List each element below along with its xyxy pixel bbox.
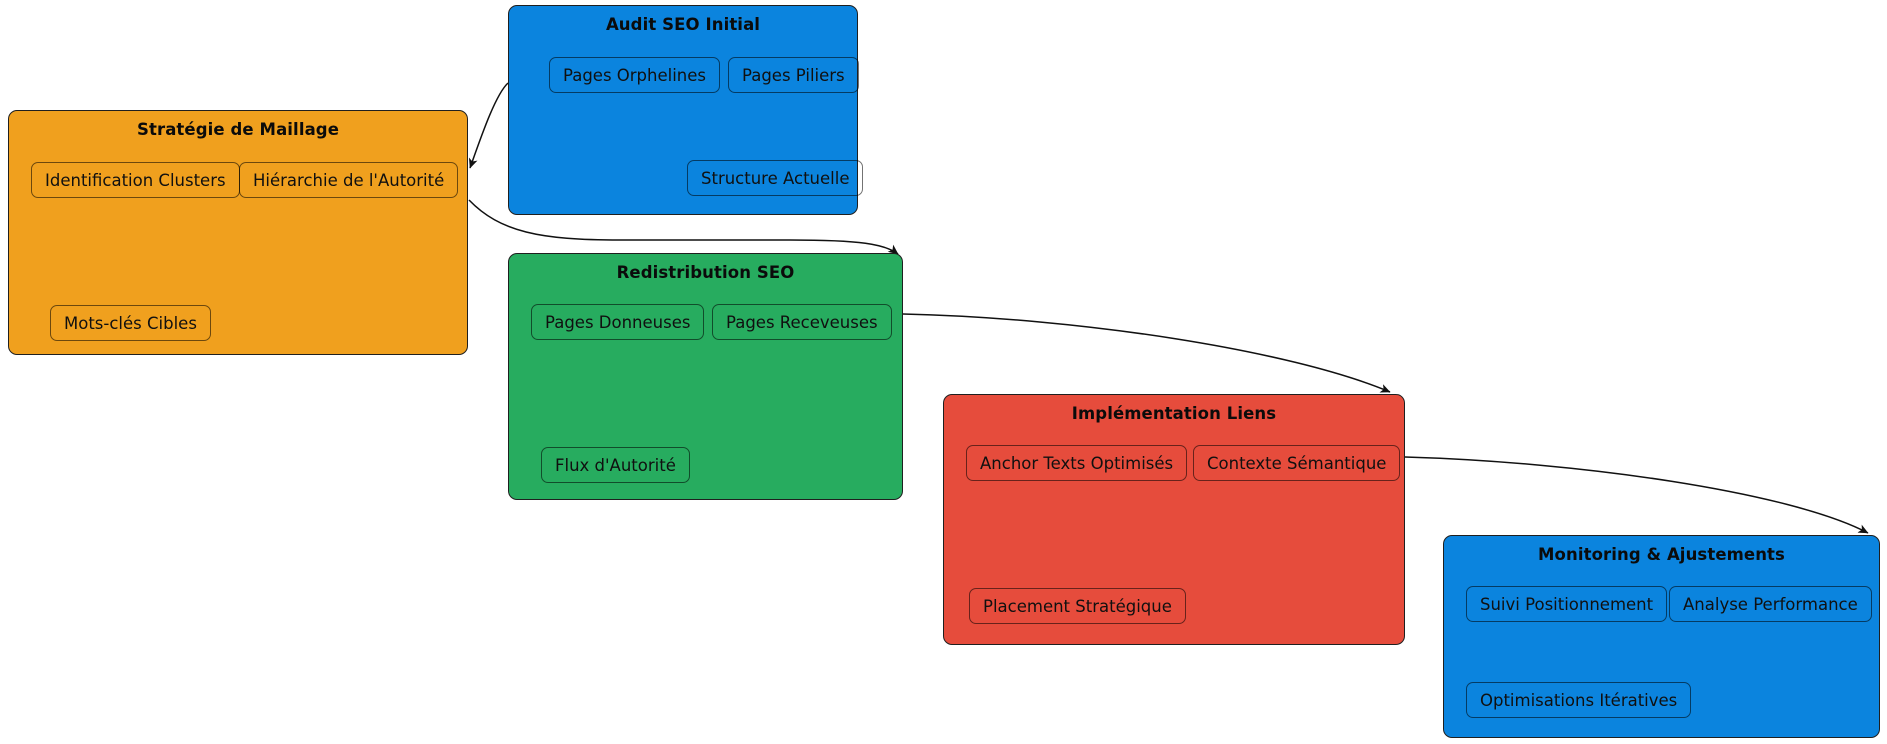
- cluster-title: Stratégie de Maillage: [136, 120, 340, 139]
- node-pages-piliers[interactable]: Pages Piliers: [728, 57, 859, 93]
- node-placement-strategique[interactable]: Placement Stratégique: [969, 588, 1186, 624]
- cluster-strategie-de-maillage[interactable]: Stratégie de Maillage Identification Clu…: [8, 110, 468, 355]
- edge-implementation-monitoring: [1404, 456, 1869, 534]
- cluster-implementation-liens[interactable]: Implémentation Liens Anchor Texts Optimi…: [943, 394, 1405, 645]
- cluster-audit-seo-initial[interactable]: Audit SEO Initial Pages Orphelines Pages…: [508, 5, 864, 215]
- node-hierarchie-de-l-autorite[interactable]: Hiérarchie de l'Autorité: [239, 162, 459, 198]
- node-contexte-semantique[interactable]: Contexte Sémantique: [1193, 445, 1401, 481]
- node-optimisations-iteratives[interactable]: Optimisations Itératives: [1466, 682, 1692, 718]
- node-mots-cles-cibles[interactable]: Mots-clés Cibles: [50, 305, 211, 341]
- cluster-title: Monitoring & Ajustements: [1538, 545, 1785, 564]
- edge-redistribution-implementation: [902, 313, 1391, 393]
- cluster-redistribution-seo[interactable]: Redistribution SEO Pages Donneuses Pages…: [508, 253, 903, 500]
- node-analyse-performance[interactable]: Analyse Performance: [1669, 586, 1872, 622]
- node-pages-orphelines[interactable]: Pages Orphelines: [549, 57, 721, 93]
- node-anchor-texts-optimises[interactable]: Anchor Texts Optimisés: [966, 445, 1188, 481]
- cluster-title: Audit SEO Initial: [605, 15, 761, 34]
- cluster-title: Redistribution SEO: [616, 263, 795, 282]
- edge-audit-strategie: [468, 82, 509, 169]
- cluster-title: Implémentation Liens: [1071, 404, 1277, 423]
- cluster-monitoring-ajustements[interactable]: Monitoring & Ajustements Suivi Positionn…: [1443, 535, 1880, 738]
- node-pages-receveuses[interactable]: Pages Receveuses: [712, 304, 892, 340]
- node-suivi-positionnement[interactable]: Suivi Positionnement: [1466, 586, 1668, 622]
- node-pages-donneuses[interactable]: Pages Donneuses: [531, 304, 705, 340]
- node-flux-d-autorite[interactable]: Flux d'Autorité: [541, 447, 690, 483]
- node-identification-clusters[interactable]: Identification Clusters: [31, 162, 240, 198]
- node-structure-actuelle[interactable]: Structure Actuelle: [687, 160, 864, 196]
